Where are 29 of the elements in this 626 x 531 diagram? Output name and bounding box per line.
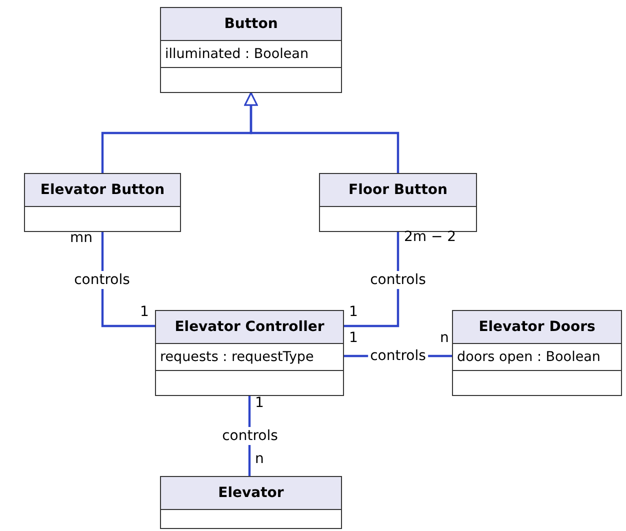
multiplicity-label: mn (70, 231, 93, 246)
edge-label: controls (368, 271, 428, 289)
class-name: Button (161, 8, 341, 41)
class-box (160, 7, 342, 93)
class-attribute: requests : requestType (156, 344, 343, 371)
class-name: Elevator Controller (156, 311, 343, 344)
edge-label: controls (220, 427, 280, 445)
multiplicity-label: n (255, 452, 264, 468)
class-box (24, 173, 181, 232)
class-name: Elevator (161, 477, 341, 510)
multiplicity-label: 1 (255, 396, 264, 412)
class-box (319, 173, 477, 232)
multiplicity-label: 1 (140, 305, 149, 320)
class-name: Elevator Button (25, 174, 180, 207)
multiplicity-label: n (440, 331, 449, 346)
association-line (344, 232, 400, 328)
class-box (160, 476, 342, 529)
edge-label: controls (72, 271, 132, 289)
class-name: Elevator Doors (453, 311, 621, 344)
class-box (155, 310, 344, 396)
class-attribute: illuminated : Boolean (161, 41, 341, 68)
association-line (101, 232, 155, 328)
multiplicity-label: 1 (349, 331, 358, 346)
multiplicity-label: 2m − 2 (404, 230, 456, 246)
class-attribute: doors open : Boolean (453, 344, 621, 371)
generalization-arrow (244, 92, 400, 173)
class-name: Floor Button (320, 174, 476, 207)
multiplicity-label: 1 (349, 305, 358, 320)
class-box (452, 310, 622, 396)
